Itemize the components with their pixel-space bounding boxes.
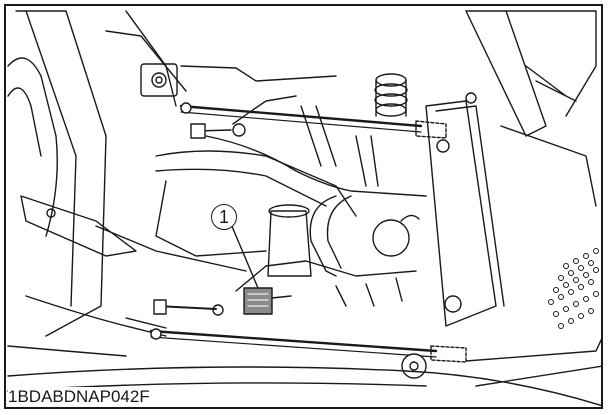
lower-rod xyxy=(149,328,467,379)
left-side-panel xyxy=(7,10,187,337)
engine-components xyxy=(155,105,427,307)
callout-1: 1 xyxy=(211,204,237,230)
lower-bolt xyxy=(125,299,224,329)
cable-connector xyxy=(243,287,292,315)
upper-rod xyxy=(179,95,447,139)
upper-mount xyxy=(140,63,337,97)
coil-spring xyxy=(374,73,408,117)
diagram-frame: 1 1BDABDNAP042F xyxy=(4,4,603,409)
figure-id-label: 1BDABDNAP042F xyxy=(8,387,154,407)
engine-bay-line-drawing xyxy=(7,10,601,407)
grille-holes xyxy=(548,248,599,329)
callout-leader xyxy=(230,223,259,289)
right-hinge-frame xyxy=(425,10,597,327)
lower-bracket xyxy=(20,195,247,337)
